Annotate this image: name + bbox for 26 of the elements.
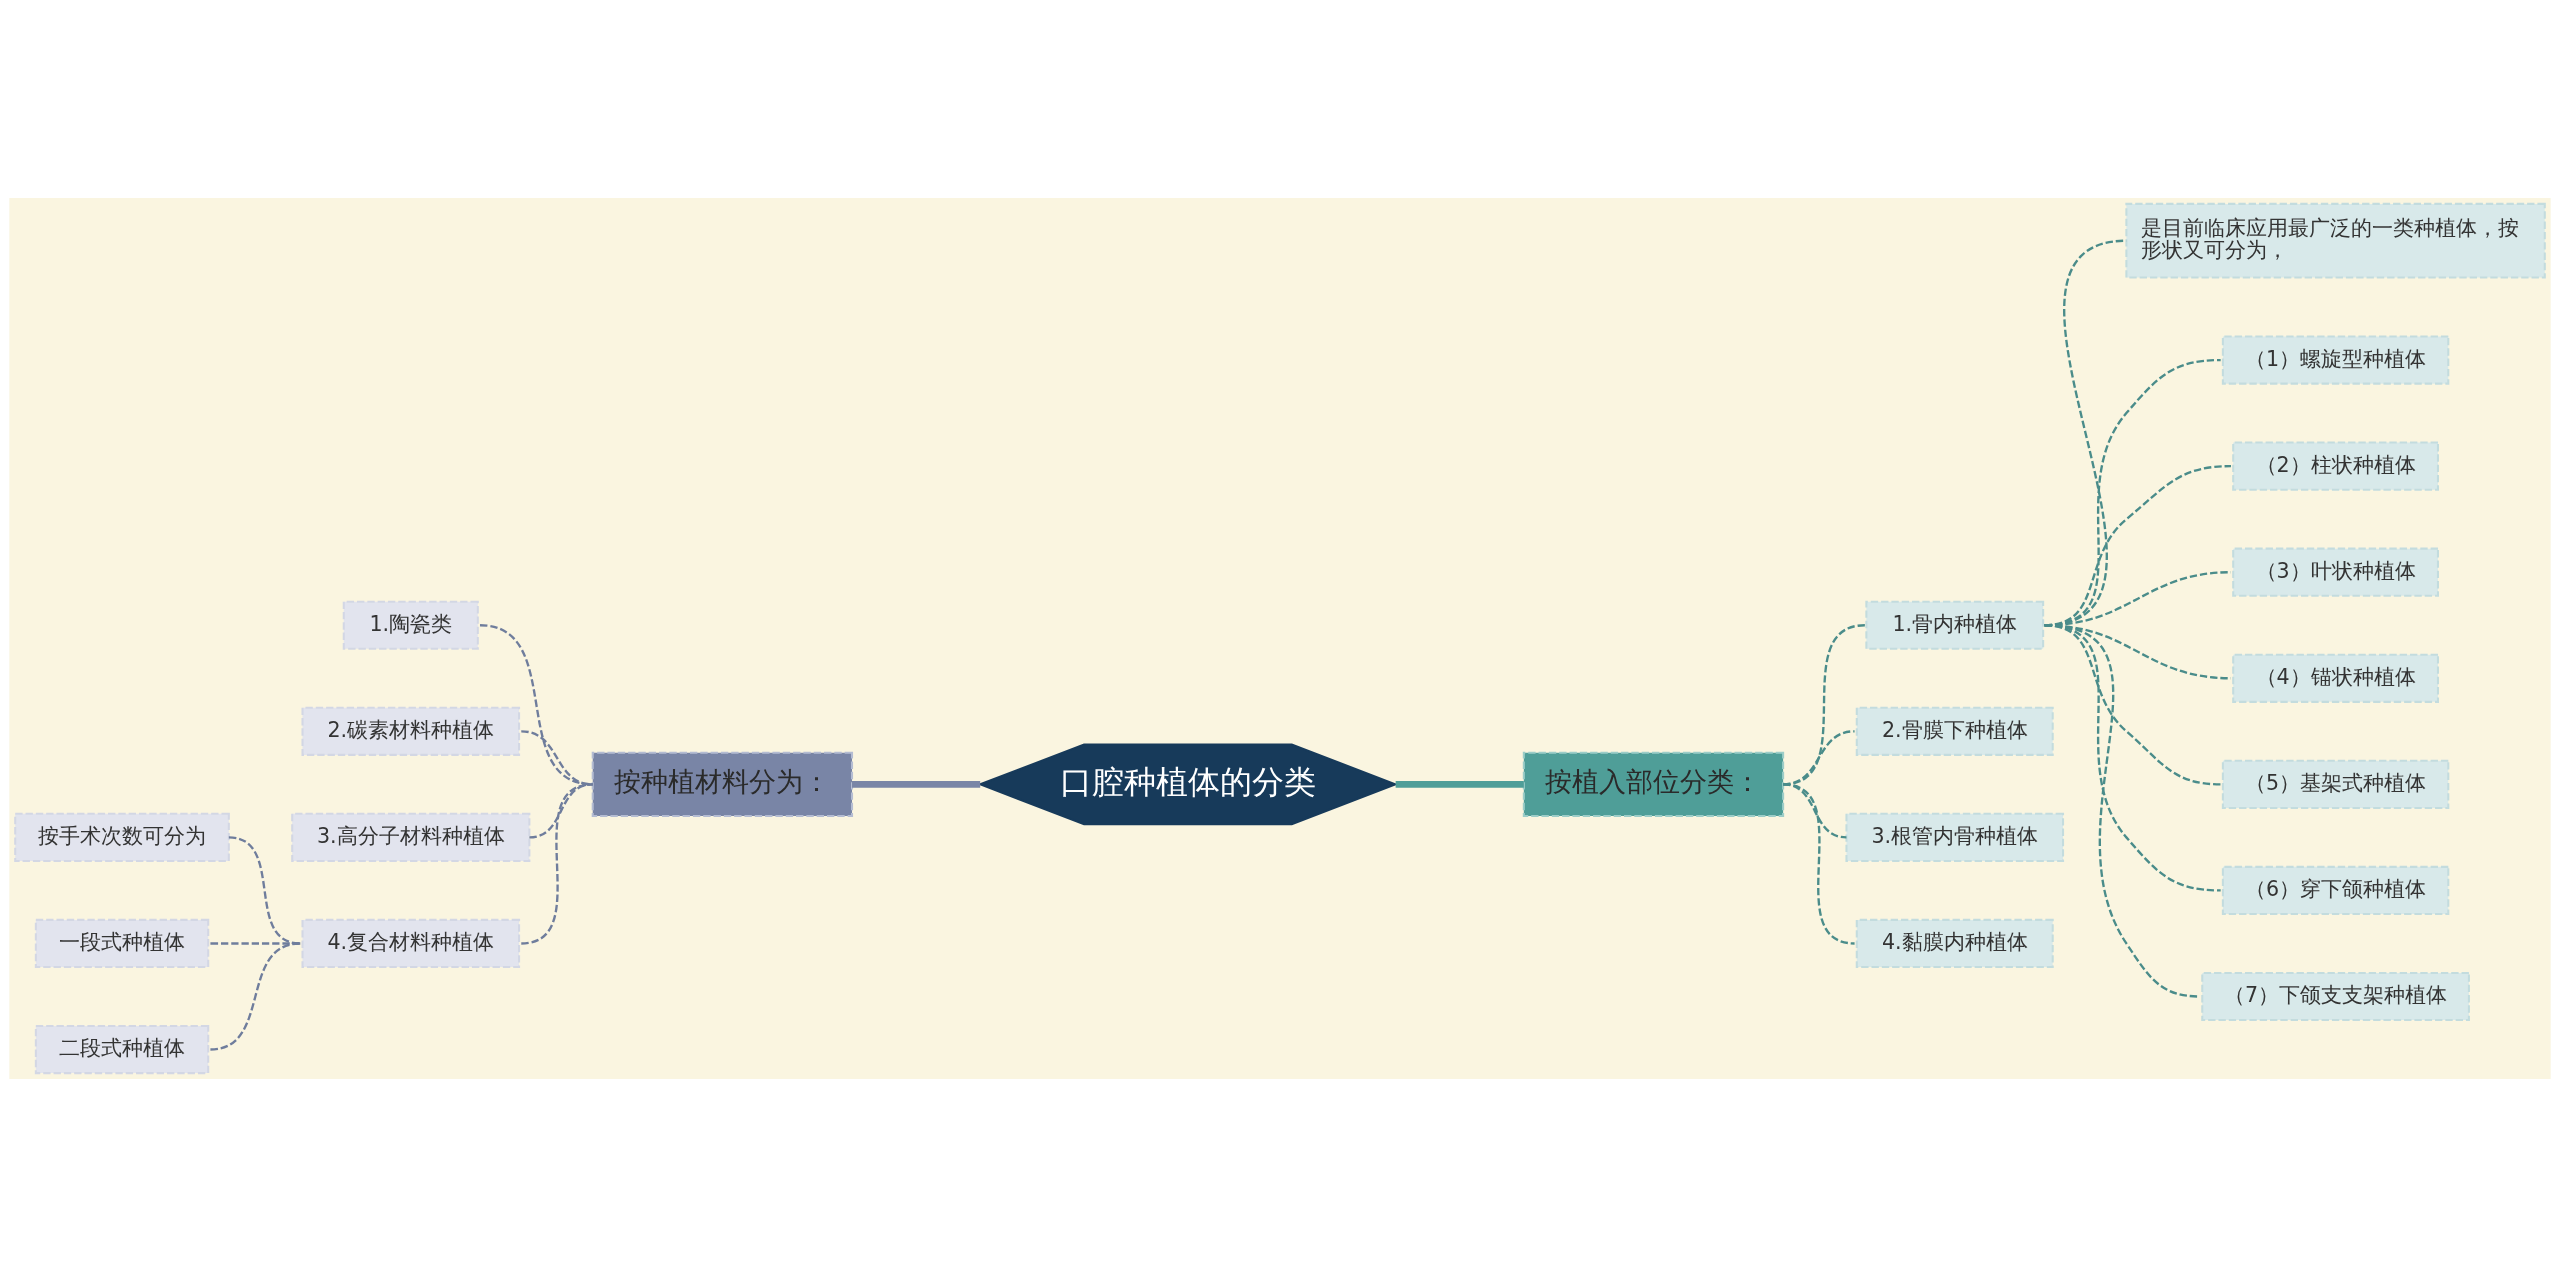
connector <box>210 941 301 1051</box>
node-box: （6）穿下颌种植体 <box>2221 865 2450 915</box>
node-box: 2.骨膜下种植体 <box>1855 706 2054 756</box>
node-box: 1.陶瓷类 <box>342 600 479 650</box>
node-box: （3）叶状种植体 <box>2232 547 2439 597</box>
node-box: 二段式种植体 <box>34 1024 210 1074</box>
node-box: 1.骨内种植体 <box>1865 600 2045 650</box>
node-box: 3.高分子材料种植体 <box>291 812 531 862</box>
node-box: 按种植材料分为： <box>591 751 854 817</box>
node-box: 按植入部位分类： <box>1522 751 1785 817</box>
node-box: （7）下颌支支架种植体 <box>2201 971 2470 1021</box>
node-box: 是目前临床应用最广泛的一类种植体，按形状又可分为， <box>2125 202 2546 279</box>
node-box: 4.黏膜内种植体 <box>1855 918 2054 968</box>
node-box: 按手术次数可分为 <box>14 812 230 862</box>
node-box: 一段式种植体 <box>34 918 210 968</box>
connector <box>521 782 593 945</box>
node-box: （1）螺旋型种植体 <box>2221 334 2450 385</box>
node-box: （2）柱状种植体 <box>2232 441 2439 491</box>
connector <box>1782 782 1855 945</box>
node-box: 3.根管内骨种植体 <box>1845 812 2065 862</box>
connector <box>1395 780 1524 788</box>
node-box: 2.碳素材料种植体 <box>301 706 521 756</box>
node-box: 4.复合材料种植体 <box>301 918 521 968</box>
node-box: （5）基架式种植体 <box>2221 759 2450 809</box>
node-box: （4）锚状种植体 <box>2232 653 2439 703</box>
connector <box>852 780 981 788</box>
